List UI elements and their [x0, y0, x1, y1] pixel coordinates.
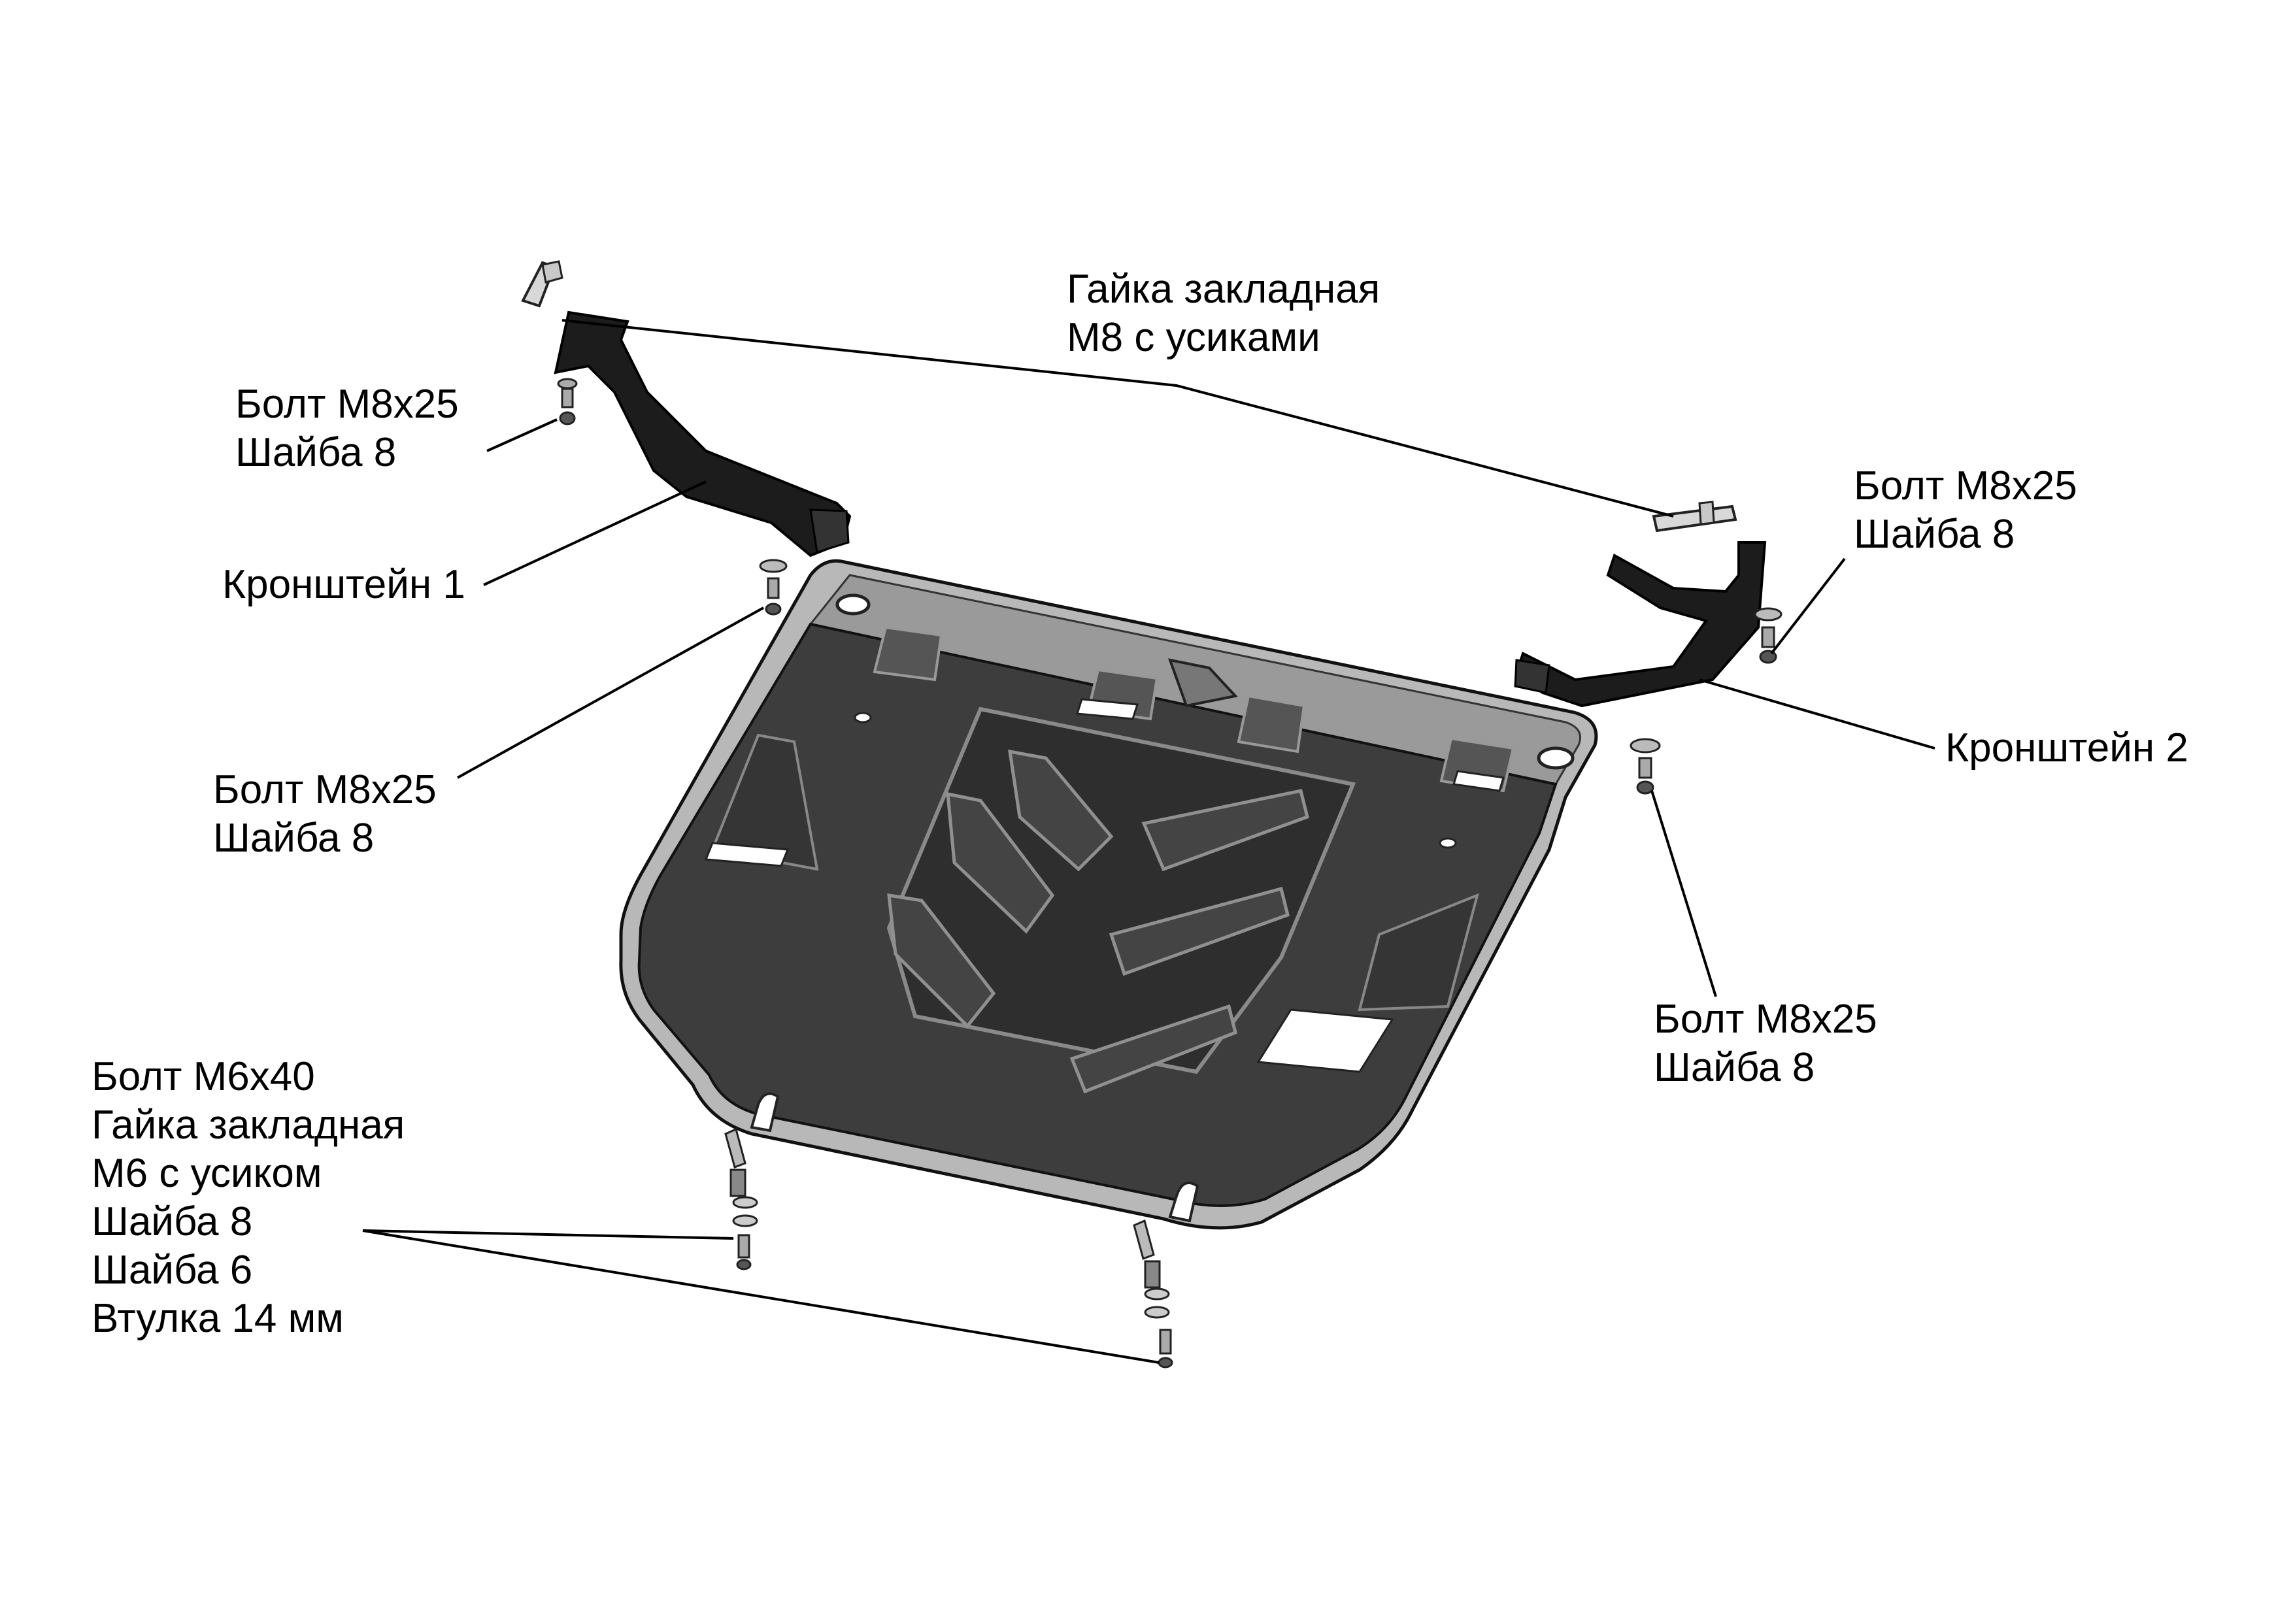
- rib: [1141, 789, 1309, 872]
- leader-line: [561, 319, 1674, 518]
- opening: [704, 842, 790, 867]
- mount-hole: [1439, 837, 1457, 849]
- label-line: Втулка 14 мм: [92, 1296, 344, 1341]
- opening: [1256, 1008, 1394, 1073]
- label-bolt-mid-left: Болт М8х25 Шайба 8: [213, 766, 437, 863]
- skid-plate: [619, 559, 1598, 1230]
- bracket-1: [554, 310, 852, 557]
- nut-with-whiskers-icon: [521, 260, 563, 308]
- leader-line: [362, 1229, 734, 1240]
- label-line: Шайба 8: [1854, 512, 2015, 557]
- leader-line: [1650, 790, 1717, 997]
- skid-plate-center-panel: [886, 706, 1356, 1074]
- label-nut-m8: Гайка закладная М8 с усиками: [1067, 265, 1380, 362]
- bracket-2: [1514, 541, 1767, 708]
- label-bolt-top-left: Болт М8х25 Шайба 8: [235, 380, 459, 477]
- opening: [1452, 770, 1505, 792]
- hardware-stack-icon: [1133, 1219, 1173, 1368]
- center-tab: [1167, 658, 1238, 708]
- label-bracket-2: Кронштейн 2: [1945, 724, 2188, 772]
- leader-line: [1770, 557, 1846, 655]
- rib: [887, 893, 996, 1029]
- leader-lines: [362, 319, 1935, 1364]
- nut-with-whiskers-icon: [1652, 501, 1737, 533]
- bolt-icon: [1754, 607, 1783, 664]
- label-line: Болт М6х40: [92, 1054, 315, 1099]
- label-line: Гайка закладная: [92, 1102, 405, 1148]
- slot-hole: [1168, 1182, 1199, 1223]
- bolt-icon: [759, 559, 788, 616]
- rib: [1008, 749, 1114, 872]
- mount-hole: [1537, 746, 1575, 770]
- label-bottom-hardware-kit: Болт М6х40 Гайка закладная М6 с усиком Ш…: [92, 1053, 405, 1343]
- leader-line: [457, 606, 764, 779]
- label-line: Кронштейн 2: [1945, 725, 2188, 771]
- label-line: Кронштейн 1: [222, 562, 465, 607]
- leader-line: [362, 1229, 1160, 1364]
- side-channel: [1358, 893, 1479, 1012]
- label-line: Шайба 8: [235, 430, 397, 475]
- slot-hole: [750, 1092, 780, 1133]
- label-line: Болт М8х25: [235, 382, 459, 427]
- boss: [873, 625, 943, 682]
- bolt-icon: [557, 378, 578, 425]
- label-line: Шайба 6: [92, 1248, 253, 1293]
- label-bolt-mid-right: Болт М8х25 Шайба 8: [1654, 995, 1877, 1092]
- label-bracket-1: Кронштейн 1: [222, 561, 465, 609]
- side-channel: [711, 733, 819, 871]
- rib: [1069, 1004, 1237, 1094]
- mount-hole: [854, 712, 872, 723]
- label-line: Шайба 8: [213, 816, 375, 861]
- label-line: Шайба 8: [1654, 1045, 1815, 1090]
- label-line: Шайба 8: [92, 1199, 253, 1244]
- label-line: М8 с усиками: [1067, 315, 1320, 360]
- leader-line: [1699, 678, 1935, 750]
- opening: [1076, 698, 1139, 720]
- label-line: Гайка закладная: [1067, 267, 1381, 312]
- bolt-icon: [1630, 738, 1661, 795]
- rib: [946, 791, 1055, 934]
- mount-hole: [835, 593, 871, 616]
- label-bolt-top-right: Болт М8х25 Шайба 8: [1854, 462, 2077, 559]
- hardware-stack-icon: [724, 1127, 758, 1270]
- label-line: Болт М8х25: [1654, 997, 1877, 1042]
- rib: [1109, 886, 1290, 976]
- label-line: М6 с усиком: [92, 1151, 322, 1196]
- leader-line: [486, 418, 558, 452]
- label-line: Болт М8х25: [213, 767, 437, 812]
- boss: [1237, 694, 1306, 754]
- label-line: Болт М8х25: [1854, 463, 2077, 508]
- leader-line: [483, 480, 707, 586]
